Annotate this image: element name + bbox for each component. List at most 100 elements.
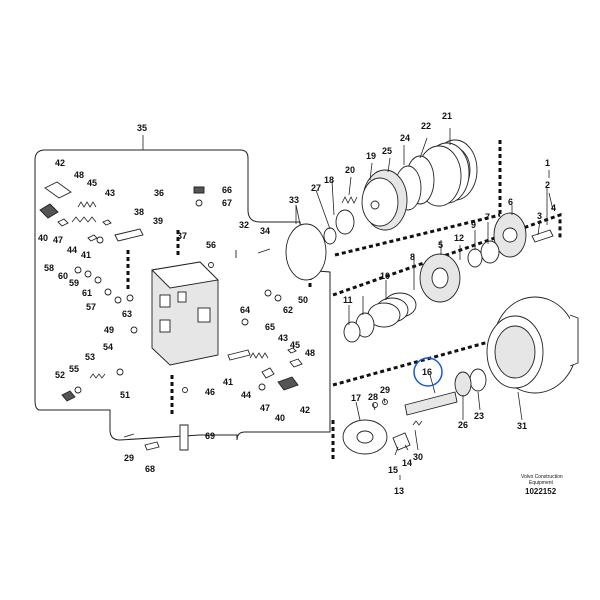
part-labels: 1 2 3 4 5 6 7 8 9 10 11 12 13 14 15 16 1… bbox=[38, 111, 556, 496]
part-label-7: 7 bbox=[485, 212, 490, 222]
part-30-spring bbox=[412, 420, 423, 426]
part-label-30: 30 bbox=[413, 452, 423, 462]
part-52-plug bbox=[61, 390, 76, 402]
part-46-pin bbox=[182, 387, 188, 393]
part-69-bolt bbox=[179, 424, 189, 451]
part-64-fitting bbox=[241, 318, 249, 326]
part-16-shaft bbox=[404, 391, 458, 416]
part-label-50: 50 bbox=[298, 295, 308, 305]
part-label-57: 57 bbox=[86, 302, 96, 312]
part-label-64: 64 bbox=[240, 305, 250, 315]
part-label-31: 31 bbox=[517, 421, 527, 431]
part-label-45-right: 45 bbox=[290, 340, 300, 350]
part-label-13: 13 bbox=[394, 486, 404, 496]
part-label-69: 69 bbox=[205, 431, 215, 441]
part-47-ring-right bbox=[258, 383, 266, 391]
part-label-11: 11 bbox=[343, 295, 353, 305]
part-label-38: 38 bbox=[134, 207, 144, 217]
part-label-41-right: 41 bbox=[223, 377, 233, 387]
part-label-45-left: 45 bbox=[87, 178, 97, 188]
part-56-pin bbox=[208, 262, 214, 268]
part-label-9: 9 bbox=[471, 220, 476, 230]
part-40-plug-right bbox=[277, 376, 299, 391]
part-23-ring bbox=[469, 368, 487, 392]
part-18-washer bbox=[335, 209, 355, 235]
part-3-bolt bbox=[531, 229, 554, 243]
part-39-spool bbox=[114, 228, 144, 242]
part-60-fitting bbox=[84, 270, 92, 278]
part-label-41-left: 41 bbox=[81, 250, 91, 260]
part-label-34: 34 bbox=[260, 226, 270, 236]
part-label-43-left: 43 bbox=[105, 188, 115, 198]
part-9-ring bbox=[467, 248, 483, 268]
part-label-48-left: 48 bbox=[74, 170, 84, 180]
part-48-ring-right bbox=[289, 358, 303, 368]
part-label-42-left: 42 bbox=[55, 158, 65, 168]
part-29-pin-lower bbox=[123, 433, 135, 438]
part-43-ring bbox=[102, 219, 112, 226]
dashed-bracket bbox=[334, 213, 501, 257]
part-label-67: 67 bbox=[222, 198, 232, 208]
part-label-52: 52 bbox=[55, 370, 65, 380]
part-label-63: 63 bbox=[122, 309, 132, 319]
dashed-bracket bbox=[332, 212, 562, 297]
part-label-44-right: 44 bbox=[241, 390, 251, 400]
part-label-21: 21 bbox=[442, 111, 452, 121]
part-label-16: 16 bbox=[422, 367, 432, 377]
part-45-spring-top bbox=[77, 201, 97, 208]
part-31-housing-bore bbox=[494, 325, 536, 379]
part-33-oring bbox=[285, 223, 327, 281]
part-label-17: 17 bbox=[351, 393, 361, 403]
part-label-28: 28 bbox=[368, 392, 378, 402]
part-label-49: 49 bbox=[104, 325, 114, 335]
part-label-62: 62 bbox=[283, 305, 293, 315]
part-63-fitting bbox=[126, 294, 134, 302]
part-44-ring bbox=[87, 234, 98, 242]
part-45-spring bbox=[71, 216, 97, 223]
part-label-37: 37 bbox=[177, 231, 187, 241]
part-label-58: 58 bbox=[44, 263, 54, 273]
part-42-plug bbox=[44, 181, 72, 199]
valve-group-frame bbox=[34, 149, 331, 441]
part-34-pin bbox=[257, 248, 271, 254]
part-label-55: 55 bbox=[69, 364, 79, 374]
part-label-47-left: 47 bbox=[53, 235, 63, 245]
part-label-51: 51 bbox=[120, 390, 130, 400]
part-label-54: 54 bbox=[103, 342, 113, 352]
part-37-port bbox=[197, 307, 211, 323]
part-label-8: 8 bbox=[410, 252, 415, 262]
part-66-plug bbox=[193, 186, 205, 194]
part-label-46: 46 bbox=[205, 387, 215, 397]
part-20-spring bbox=[341, 196, 358, 204]
part-label-25: 25 bbox=[382, 146, 392, 156]
part-label-29: 29 bbox=[380, 385, 390, 395]
part-58-fitting bbox=[74, 266, 82, 274]
part-31-gear bbox=[569, 314, 579, 367]
highlight-circle-16 bbox=[413, 357, 443, 387]
part-11-ring-b bbox=[343, 321, 361, 343]
part-41-rod bbox=[227, 349, 251, 361]
part-label-24: 24 bbox=[400, 133, 410, 143]
part-label-43-right: 43 bbox=[278, 333, 288, 343]
part-57-fitting bbox=[114, 296, 122, 304]
part-6-hole bbox=[502, 227, 518, 243]
part-label-23: 23 bbox=[474, 411, 484, 421]
part-label-1: 1 bbox=[545, 158, 550, 168]
part-45-spring-right bbox=[249, 352, 269, 359]
drawing-footer: Volvo Construction Equipment 1022152 bbox=[521, 474, 563, 496]
part-17-hub bbox=[356, 430, 374, 444]
part-label-35: 35 bbox=[137, 123, 147, 133]
part-37-port bbox=[159, 294, 171, 308]
company-line-2: Equipment bbox=[529, 480, 554, 486]
part-63-fitting bbox=[264, 289, 272, 297]
part-label-5: 5 bbox=[438, 240, 443, 250]
part-27-ring bbox=[323, 227, 337, 245]
part-label-29-lower: 29 bbox=[124, 453, 134, 463]
part-label-33: 33 bbox=[289, 195, 299, 205]
part-label-59: 59 bbox=[69, 278, 79, 288]
part-67-ring bbox=[195, 199, 203, 207]
part-label-22: 22 bbox=[421, 121, 431, 131]
part-26-bearing bbox=[454, 371, 472, 397]
